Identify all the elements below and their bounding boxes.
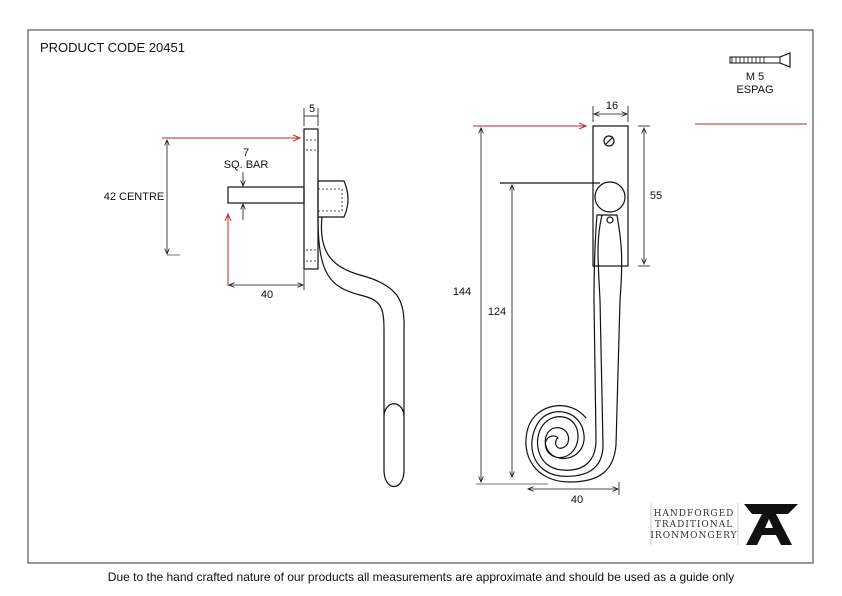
screw-hole-icon [603, 135, 615, 147]
overall-height: 144 [453, 286, 471, 298]
drawing-frame [27, 29, 814, 564]
bar-label: SQ. BAR [224, 159, 269, 171]
brand-line-2: TRADITIONAL [655, 520, 733, 530]
knob [594, 181, 626, 213]
plate-thickness: 5 [309, 103, 315, 115]
plate-height: 55 [650, 190, 662, 202]
centre-dimension: 42 CENTRE [104, 191, 165, 203]
anvil-logo-icon [744, 504, 798, 545]
bar-size: 7 [243, 147, 249, 159]
plate-width: 16 [606, 100, 618, 112]
product-code-title: PRODUCT CODE 20451 [40, 40, 185, 55]
screw-type: ESPAG [736, 84, 773, 96]
brand-logo: HANDFORGED TRADITIONAL IRONMONGERY [650, 503, 798, 545]
disclaimer-footer: Due to the hand crafted nature of our pr… [107, 570, 735, 584]
spiral-width: 40 [571, 494, 583, 506]
screw-size: M 5 [746, 71, 764, 83]
bar-length: 40 [261, 289, 273, 301]
side-view: 42 CENTRE 5 7 SQ. BAR 40 [104, 103, 405, 488]
lever-height: 124 [488, 306, 506, 318]
brand-line-1: HANDFORGED [654, 509, 735, 519]
front-view: 144 124 16 55 40 [453, 100, 662, 506]
screw-icon [729, 52, 791, 68]
brand-line-3: IRONMONGERY [650, 531, 737, 541]
